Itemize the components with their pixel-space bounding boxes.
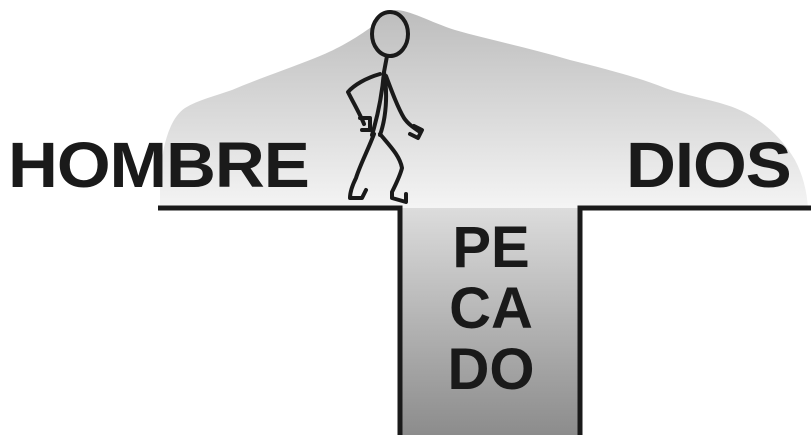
- label-pecado-line-3: DO: [447, 336, 535, 402]
- figure-arm-front: [384, 74, 424, 140]
- figure-arm-back: [346, 72, 382, 132]
- label-pecado-line-2: CA: [449, 275, 533, 341]
- figure-leg-back: [348, 132, 376, 200]
- label-dios: DIOS: [626, 129, 792, 201]
- stick-figure-walker: [346, 10, 424, 204]
- figure-head: [370, 10, 410, 58]
- ground-and-pit-outline: [158, 205, 811, 435]
- label-hombre: HOMBRE: [8, 129, 310, 201]
- figure-leg-front: [378, 132, 408, 204]
- pit-fill: [400, 208, 580, 435]
- hill-background: [160, 10, 808, 208]
- label-pecado-line-1: PE: [452, 215, 530, 280]
- label-pecado: PE CA DO: [404, 215, 578, 402]
